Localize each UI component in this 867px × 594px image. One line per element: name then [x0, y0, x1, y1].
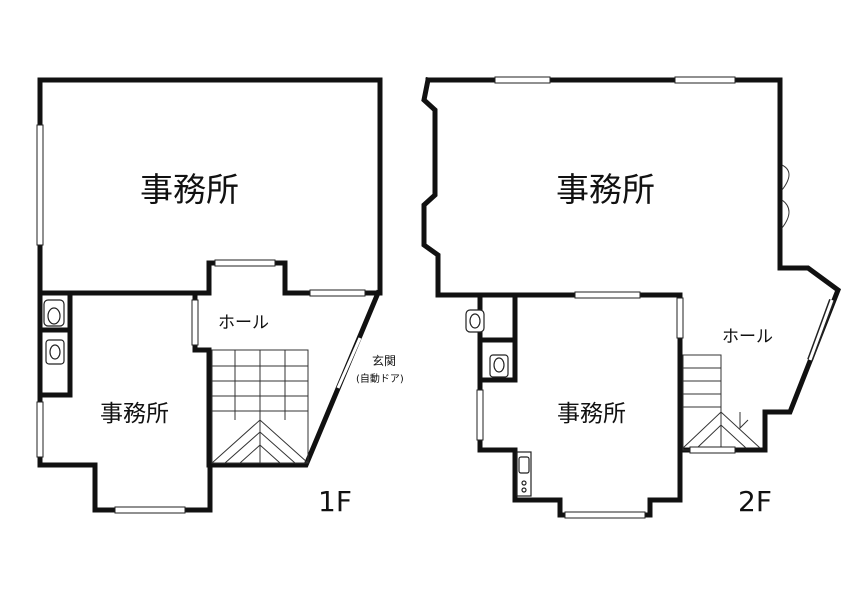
2f-lower-office-walls: [477, 292, 683, 518]
1f-floor-label: 1F: [318, 485, 352, 518]
2f-floor-label: 2F: [738, 485, 772, 518]
floor-1f-plan: [36, 77, 383, 514]
1f-window-left: [36, 124, 44, 246]
2f-window-right-bottom: [689, 446, 736, 454]
2f-window-top-right: [674, 76, 736, 84]
1f-window-lower-left: [36, 401, 44, 458]
2f-window-top-left: [494, 76, 551, 84]
floor-2f-plan: [421, 76, 842, 519]
2f-toilet-walls: [477, 292, 518, 383]
1f-entrance-note: (自動ドア): [356, 374, 404, 385]
1f-window-upper-bottom: [309, 289, 366, 297]
1f-window-hall-left: [191, 299, 199, 346]
2f-window-middle: [574, 291, 641, 299]
1f-toilet-walls: [37, 290, 73, 398]
1f-window-bottom: [114, 506, 186, 514]
2f-window-bottom-bay: [564, 511, 646, 519]
2f-staircase: [682, 354, 761, 451]
1f-window-hall-top: [214, 259, 276, 267]
1f-hall-label: ホール: [218, 313, 269, 333]
1f-upper-office-walls: [37, 77, 383, 296]
2f-lower-office-label: 事務所: [557, 401, 626, 427]
1f-staircase: [211, 349, 309, 464]
2f-upper-office-walls: [421, 77, 842, 453]
1f-lower-walls: [37, 289, 382, 513]
2f-window-lower-left: [476, 389, 484, 441]
2f-hall-label: ホール: [722, 327, 773, 347]
1f-upper-office-label: 事務所: [140, 170, 239, 209]
2f-upper-office-label: 事務所: [556, 170, 655, 209]
2f-double-doors: [781, 164, 790, 229]
1f-entrance-label: 玄関: [372, 354, 397, 368]
2f-window-hall-left: [676, 297, 684, 339]
1f-lower-office-label: 事務所: [100, 401, 169, 427]
